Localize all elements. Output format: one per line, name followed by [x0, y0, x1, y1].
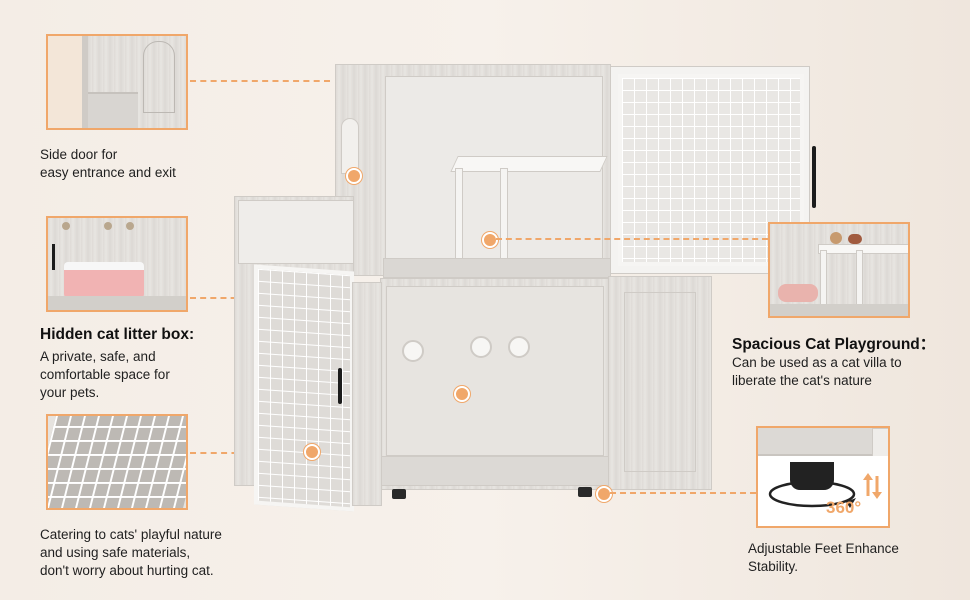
playground-caption-line2: liberate the cat's nature [732, 373, 872, 388]
side-door-caption-line1: Side door for [40, 147, 118, 162]
lower-right-door [608, 276, 712, 490]
cat-platform-top [450, 156, 608, 172]
rotation-badge: 360° [826, 498, 862, 517]
side-door-caption-line2: easy entrance and exit [40, 165, 176, 180]
litter-box-heading: Hidden cat litter box: [40, 326, 195, 343]
side-door-leader-line [190, 80, 330, 82]
foot-pad [790, 462, 834, 490]
foot-left [392, 489, 406, 499]
lower-left-door [352, 282, 382, 506]
playground-leader-line [496, 238, 768, 240]
playground-caption: Can be used as a cat villa to liberate t… [732, 354, 902, 390]
litter-box-detail-image [46, 216, 188, 312]
feet-caption-line2: Stability. [748, 559, 799, 574]
litter-box-caption-line3: your pets. [40, 385, 100, 400]
middle-shelf [383, 258, 611, 278]
playground-detail-image [768, 222, 910, 318]
playground-marker [482, 232, 498, 248]
upper-right-door-handle [812, 146, 816, 208]
feet-leader-line [610, 492, 756, 494]
feet-caption-line1: Adjustable Feet Enhance [748, 541, 899, 556]
lower-cabinet-back [386, 286, 604, 456]
mesh-door-marker [304, 444, 320, 460]
adjustable-feet-detail-image: 360° [756, 426, 890, 528]
playful-caption-line3: don't worry about hurting cat. [40, 563, 214, 578]
height-adjust-icon [863, 473, 882, 499]
cat-platform-leg [455, 168, 463, 266]
playground-caption-line1: Can be used as a cat villa to [732, 355, 902, 370]
playground-heading: Spacious Cat Playground： [732, 336, 936, 353]
mesh-door-detail-image [46, 414, 188, 510]
litter-box-caption: A private, safe, and comfortable space f… [40, 348, 170, 402]
playful-caption-line2: and using safe materials, [40, 545, 191, 560]
feet-marker [596, 486, 612, 502]
playful-caption: Catering to cats' playful nature and usi… [40, 526, 222, 580]
side-door-opening [341, 118, 359, 174]
litter-box-caption-line2: comfortable space for [40, 367, 170, 382]
rotation-arrow-icon [768, 480, 856, 508]
vent-hole-3 [508, 336, 530, 358]
side-door-detail-image [46, 34, 188, 130]
lower-floor [380, 456, 610, 486]
side-door-marker [346, 168, 362, 184]
litter-enclosure-top [238, 200, 354, 264]
lower-left-door-handle [338, 368, 342, 404]
side-door-caption: Side door for easy entrance and exit [40, 146, 176, 182]
foot-right [578, 487, 592, 497]
litter-box-marker [454, 386, 470, 402]
vent-hole-1 [402, 340, 424, 362]
lower-right-door-inset [624, 292, 696, 472]
litter-box-caption-line1: A private, safe, and [40, 349, 156, 364]
playful-caption-line1: Catering to cats' playful nature [40, 527, 222, 542]
vent-hole-2 [470, 336, 492, 358]
feet-caption: Adjustable Feet Enhance Stability. [748, 540, 899, 576]
